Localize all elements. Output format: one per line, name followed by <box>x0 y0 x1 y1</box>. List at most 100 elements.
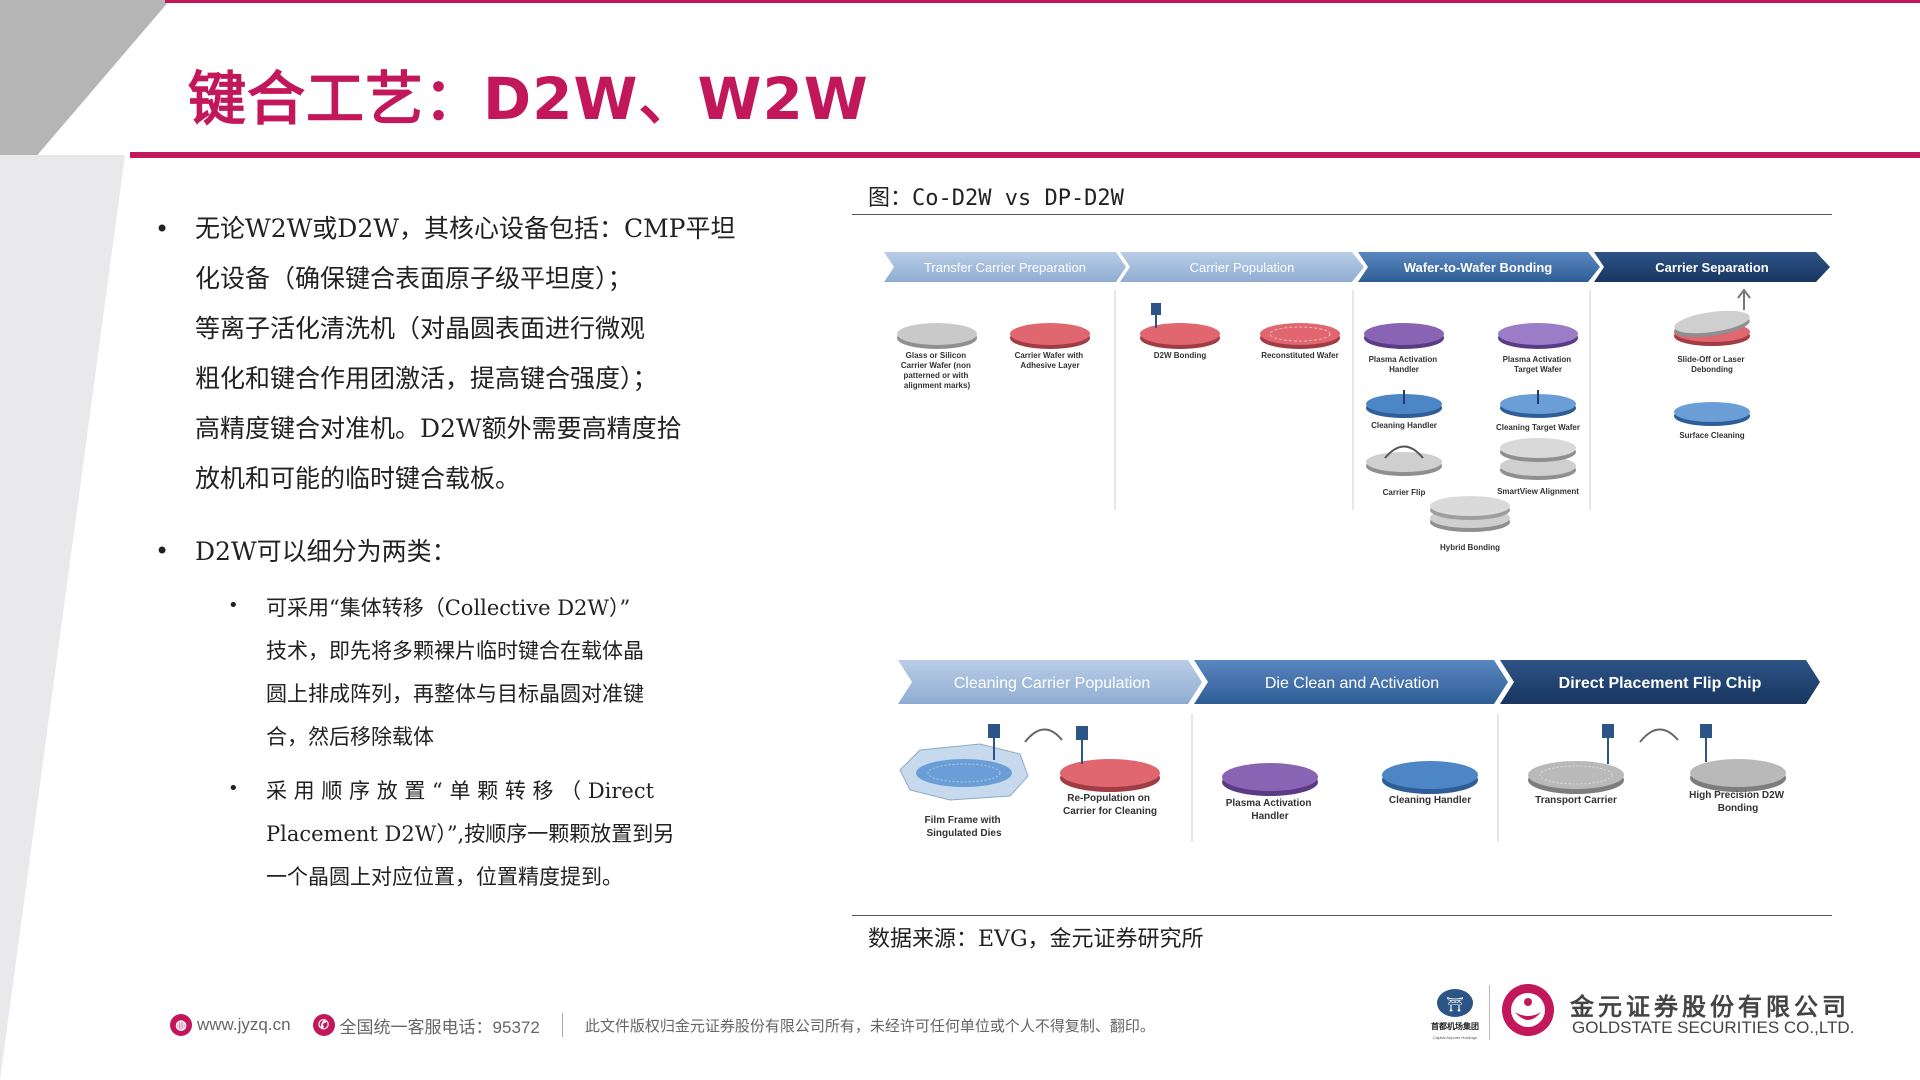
label-cleaning-handler: Cleaning Handler <box>1371 421 1437 430</box>
top-stage-3-label: Wafer-to-Wafer Bonding <box>1404 260 1553 275</box>
label-plasma-handler-bottom: Plasma Activation Handler <box>1226 798 1315 822</box>
bullet-1-line: 化设备（确保键合表面原子级平坦度）； <box>195 264 633 293</box>
label-line: Debonding <box>1691 365 1733 374</box>
wafer-cleaning-handler <box>1366 390 1442 418</box>
bottom-stage-2-label: Die Clean and Activation <box>1265 675 1439 692</box>
label-line: Film Frame with <box>925 815 1001 826</box>
bullet-2-text: D2W可以细分为两类： <box>195 537 457 566</box>
wafer-reconstituted <box>1260 323 1340 349</box>
sub-bullet-1-line: 圆上排成阵列，再整体与目标晶圆对准键 <box>266 682 644 706</box>
company-name-cn: 金元证券股份有限公司 <box>1570 993 1850 1021</box>
label-high-precision: High Precision D2W Bonding <box>1689 790 1787 814</box>
sub-bullet-dot: • <box>228 778 239 799</box>
label-plasma-target: Plasma Activation Target Wafer <box>1503 355 1574 374</box>
label-line: Carrier for Cleaning <box>1063 806 1157 817</box>
label-line: Glass or Silicon <box>906 351 967 360</box>
svg-text:⛩: ⛩ <box>1446 997 1464 1013</box>
label-line: alignment marks) <box>904 381 971 390</box>
top-stage-2: Carrier Population <box>1120 252 1364 282</box>
top-stage-2-label: Carrier Population <box>1190 260 1295 275</box>
sub-bullet-1-line: 技术，即先将多颗裸片临时键合在载体晶 <box>266 639 644 663</box>
top-accent-line <box>165 0 1920 3</box>
goldstate-logo <box>1502 984 1554 1036</box>
wafer-slide-off <box>1674 288 1751 346</box>
bullet-1-line: 无论W2W或D2W，其核心设备包括：CMP平坦 <box>195 214 736 243</box>
sub-bullet-dot: • <box>228 595 239 616</box>
top-stage-3: Wafer-to-Wafer Bonding <box>1358 252 1600 282</box>
page-title: 键合工艺：D2W、W2W <box>188 65 869 133</box>
airport-group-logo: ⛩ 首都机场集团 Capital Airports Holdings <box>1431 989 1479 1040</box>
sub-bullet-1-text: 可采用“集体转移（Collective D2W）” 技术，即先将多颗裸片临时键合… <box>266 587 644 759</box>
label-plasma-handler: Plasma Activation Handler <box>1369 355 1440 374</box>
sub-bullet-1-line: 合，然后移除载体 <box>266 725 434 749</box>
footer-bar: ◍ www.jyzq.cn ✆ 全国统一客服电话：95372 此文件版权归金元证… <box>170 1012 1155 1038</box>
label-line: Re-Population on <box>1067 793 1150 804</box>
footer-hotline: 全国统一客服电话：95372 <box>339 1017 540 1037</box>
pick-tool-icon <box>988 724 1000 738</box>
figure-bottom-rule <box>852 915 1832 916</box>
wafer-glass-carrier <box>897 323 977 349</box>
label-line: Bonding <box>1718 803 1759 814</box>
bottom-stage-2: Die Clean and Activation <box>1194 660 1508 704</box>
label-line: Target Wafer <box>1514 365 1562 374</box>
label-transport-carrier: Transport Carrier <box>1535 795 1617 806</box>
logo-caption: 首都机场集团 <box>1431 1021 1479 1031</box>
wafer-carrier-flip <box>1366 445 1442 476</box>
wafer-cleaning-handler-bottom <box>1382 761 1478 794</box>
label-cleaning-target: Cleaning Target Wafer <box>1496 423 1580 432</box>
label-line: Plasma Activation <box>1226 798 1312 809</box>
footer-copyright: 此文件版权归金元证券股份有限公司所有，未经许可任何单位或个人不得复制、翻印。 <box>584 1017 1155 1035</box>
bullet-dot: • <box>155 537 170 565</box>
sub-bullet-1-line: 可采用“集体转移（Collective D2W）” <box>266 596 631 620</box>
flip-arrow-icon <box>1384 445 1424 459</box>
wafer-plasma-target <box>1498 323 1578 349</box>
label-line: Singulated Dies <box>926 828 1001 839</box>
wafer-smartview <box>1500 438 1576 480</box>
bottom-stage-1: Cleaning Carrier Population <box>898 660 1202 704</box>
label-line: Carrier Wafer (non <box>901 361 971 370</box>
logo-caption-en: Capital Airports Holdings <box>1433 1035 1477 1040</box>
label-glass-carrier: Glass or Silicon Carrier Wafer (non patt… <box>901 351 973 390</box>
bottom-stage-3: Direct Placement Flip Chip <box>1500 660 1820 704</box>
film-frame-wafer <box>899 724 1029 801</box>
label-d2w-bonding: D2W Bonding <box>1154 351 1207 360</box>
up-arrow-icon <box>1737 288 1751 310</box>
bullet-1-line: 放机和可能的临时键合载板。 <box>195 464 521 493</box>
wafer-transport-carrier <box>1528 724 1624 794</box>
bottom-stage-3-label: Direct Placement Flip Chip <box>1559 675 1762 692</box>
label-line: Adhesive Layer <box>1020 361 1079 370</box>
wafer-surface-cleaning <box>1674 402 1750 426</box>
figure-top-rule <box>852 214 1832 215</box>
footer-website[interactable]: www.jyzq.cn <box>197 1015 291 1034</box>
wafer-plasma-handler-bottom <box>1222 763 1318 796</box>
transfer-arrow-icon <box>1639 728 1679 743</box>
top-stage-1: Transfer Carrier Preparation <box>884 252 1126 282</box>
footer-divider <box>561 1013 563 1037</box>
phone-icon: ✆ <box>312 1014 335 1036</box>
label-line: Handler <box>1251 811 1288 822</box>
pick-tool-icon <box>1700 724 1712 738</box>
label-cleaning-handler-bottom: Cleaning Handler <box>1389 795 1471 806</box>
label-hybrid-bonding: Hybrid Bonding <box>1440 543 1500 552</box>
wafer-d2w-bonding <box>1140 303 1220 349</box>
label-film-frame: Film Frame with Singulated Dies <box>925 815 1004 839</box>
pick-tool-icon <box>1151 303 1161 315</box>
label-line: Plasma Activation <box>1369 355 1438 364</box>
wafer-high-precision <box>1690 724 1786 792</box>
label-carrier-flip: Carrier Flip <box>1383 488 1426 497</box>
pick-tool-icon <box>1602 724 1614 738</box>
bullet-dot: • <box>155 215 170 243</box>
sub-bullet-2-line: Placement D2W）”,按顺序一颗颗放置到另 <box>266 822 675 846</box>
label-reconstituted: Reconstituted Wafer <box>1261 351 1339 360</box>
top-stage-4-label: Carrier Separation <box>1655 260 1768 275</box>
label-repopulation: Re-Population on Carrier for Cleaning <box>1063 793 1157 817</box>
decor-gray-wedge <box>0 0 170 155</box>
label-smartview: SmartView Alignment <box>1497 487 1579 496</box>
transfer-arrow-icon <box>1024 728 1063 743</box>
label-line: Slide-Off or Laser <box>1677 355 1744 364</box>
label-line: patterned or with <box>903 371 968 380</box>
top-stage-4: Carrier Separation <box>1594 252 1830 282</box>
bottom-stage-1-label: Cleaning Carrier Population <box>954 675 1151 692</box>
label-line: Carrier Wafer with <box>1015 351 1084 360</box>
wafer-repopulation <box>1060 726 1160 792</box>
